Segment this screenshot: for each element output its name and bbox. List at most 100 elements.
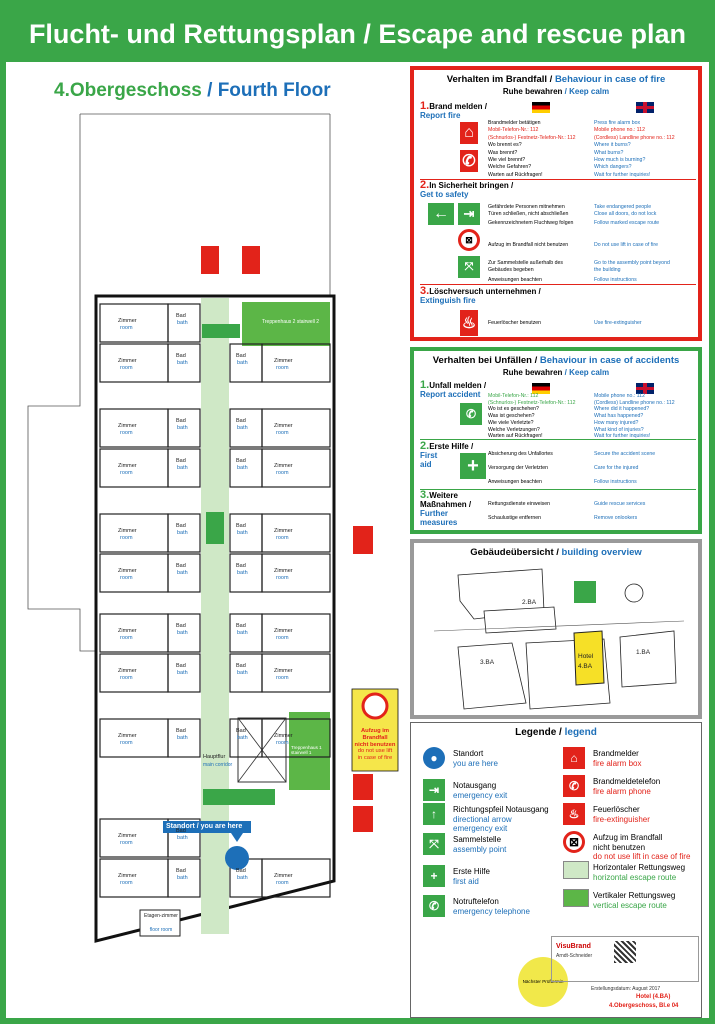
instruction-de: (Schnurlos-) Festnetz-Telefon-Nr.: 112 (488, 399, 576, 406)
instruction-en: Follow marked escape route (594, 220, 660, 226)
legend-item-en: fire-extinguisher (593, 814, 650, 824)
brand-name: VisuBrand (556, 943, 591, 950)
directional-arrow-icon: ← (428, 203, 454, 225)
room-right (261, 718, 331, 758)
room-label-de: Zimmer (118, 528, 137, 534)
instruction-de: Rettungsdienste einweisen (488, 501, 551, 507)
instruction-en: (Cordless) Landline phone no.: 112 (594, 399, 675, 406)
bath-label-en: bath (177, 735, 188, 741)
instruction-de: Absicherung des Unfallortes (488, 451, 553, 457)
north-arrow-icon (624, 583, 644, 603)
accident-s3-en1: Further (420, 509, 448, 518)
room-label-en: room (120, 470, 133, 476)
legend-item-en: fire alarm box (593, 758, 642, 768)
room-label-de: Zimmer (118, 318, 137, 324)
accident-s2-en1: First (420, 451, 438, 460)
fire-s3-num: 3. (420, 285, 430, 297)
fire-section-2: 2.In Sicherheit bringen /Get to safety (420, 180, 696, 200)
fire-section-1: 1.Brand melden /Report fire (420, 100, 696, 121)
legend-item-de: Horizontaler Rettungsweg (593, 863, 686, 872)
room-label-en: room (120, 740, 133, 746)
fire-section-1-title: 1.Brand melden /Report fire (420, 100, 696, 121)
stairwell-2 (242, 302, 330, 346)
bath-left (167, 408, 201, 448)
instruction-en: Follow instructions (594, 479, 637, 485)
fire-keep-en: Keep calm (569, 87, 610, 96)
overview-label-4ba: 4.BA (578, 663, 593, 670)
stairwell-1-label: Treppenhaus 1 stairwell 1 (291, 745, 322, 755)
standort-icon: ● (423, 747, 445, 769)
instruction-en: the building (594, 267, 621, 273)
overview-assembly-point (574, 581, 596, 603)
room-label-de: Zimmer (118, 833, 137, 839)
floor-plan (27, 113, 399, 943)
accident-separator-2 (420, 489, 696, 490)
accident-separator-1 (420, 439, 696, 440)
overview-building-1ba (619, 630, 677, 688)
bath-left (167, 448, 201, 488)
emergency-exit-icon: ⇥ (423, 779, 445, 801)
bath-left (167, 303, 201, 343)
no-lift-icon (361, 692, 389, 720)
bath-label-en: bath (237, 425, 248, 431)
bath-label-en: bath (237, 875, 248, 881)
floor-title: 4.Obergeschoss / Fourth Floor (54, 80, 331, 102)
footer-date: Erstellungsdatum: August 2017 (591, 986, 661, 992)
bath-label-de: Bad (236, 523, 246, 529)
instruction-de: Was ist geschehen? (488, 413, 535, 420)
overview-label-2ba: 2.BA (522, 599, 537, 606)
bath-label-en: bath (237, 530, 248, 536)
overview-building-2ba (483, 606, 557, 634)
room-right (261, 343, 331, 383)
room-label-en: room (276, 880, 289, 886)
floor-room-label-de: Etagen-zimmer (144, 913, 178, 919)
room-label-en: room (120, 325, 133, 331)
instruction-de: Mobil-Telefon-Nr.: 112 (488, 127, 539, 134)
bath-left (167, 553, 201, 593)
legend-item-en: directional arrow (453, 814, 512, 824)
footer-hotel: Hotel (4.BA) (636, 994, 671, 1000)
bath-label-en: bath (237, 630, 248, 636)
fire-keep-de: Ruhe bewahren (502, 87, 563, 96)
fire-heading-de: Verhalten im Brandfall / (446, 74, 553, 85)
overview-heading: Gebäudeübersicht / building overview (414, 547, 698, 558)
overview-label-1ba: 1.BA (636, 649, 651, 656)
bath-label-de: Bad (176, 623, 186, 629)
no-lift-icon: ⊠ (458, 229, 480, 251)
legend-item-en: vertical escape route (593, 900, 667, 910)
instruction-de: Wo ist es geschehen? (488, 406, 539, 413)
stairwell-1 (289, 712, 330, 790)
fire-s1-en: Report fire (420, 111, 461, 120)
accident-s3-de2: Maßnahmen / (420, 500, 472, 509)
bath-label-en: bath (237, 735, 248, 741)
bath-label-de: Bad (236, 418, 246, 424)
fire-section-3-title: 3.Löschversuch unternehmen /Extinguish f… (420, 285, 696, 306)
room-label-en: room (120, 430, 133, 436)
bath-left (167, 858, 201, 898)
standort-pointer (231, 833, 243, 842)
fire-s1-num: 1. (420, 100, 430, 112)
instruction-en: What burns? (594, 149, 624, 156)
bath-left (167, 613, 201, 653)
bath-label-de: Bad (176, 458, 186, 464)
building-outline (27, 114, 96, 652)
room-label-en: room (120, 535, 133, 541)
room-right (261, 553, 331, 593)
fire-alarm-phone-icon: ✆ (563, 775, 585, 797)
no-lift-icon: ⊠ (563, 831, 585, 853)
bath-label-en: bath (177, 875, 188, 881)
bath-label-de: Bad (176, 728, 186, 734)
legend-item-de: Notausgang (453, 781, 497, 790)
room-label-en: room (276, 535, 289, 541)
accident-s3-de1: Weitere (429, 491, 458, 500)
overview-building-3ba (457, 642, 527, 710)
instruction-de: Wie viel brennt? (488, 157, 526, 163)
legend-item-en: first aid (453, 876, 479, 886)
instruction-en: Guide rescue services (594, 501, 646, 507)
